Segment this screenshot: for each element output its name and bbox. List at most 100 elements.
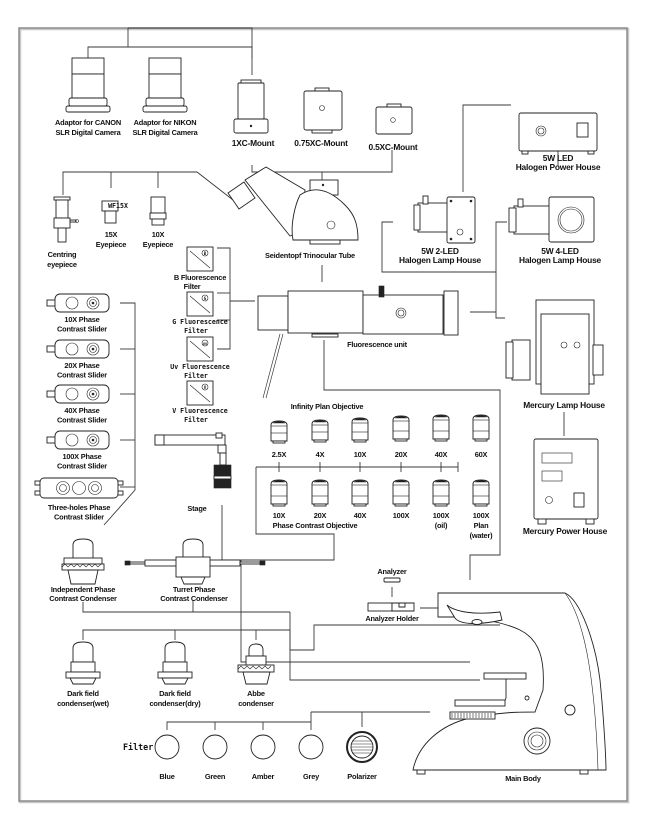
phase-slider-label-line-1: 20X Phase (64, 361, 99, 370)
darkfield-wet-label-2: condenser(wet) (57, 699, 110, 708)
phase-objective-label-line: (oil) (435, 521, 448, 530)
phase-objective-label: 100X(oil) (433, 511, 450, 530)
filter-uv-label-1: Uv Fluorescence (170, 363, 230, 371)
mercury-power-house: Mercury Power House (523, 438, 608, 536)
color-filter-label: Grey (303, 772, 320, 781)
plan-objective: 40X (432, 414, 450, 459)
phase-objectives-title: Phase Contrast Objective (273, 521, 358, 530)
phase-objective: 100X(oil) (432, 479, 450, 530)
color-filter: Amber (250, 734, 276, 781)
connector-lines (62, 27, 565, 730)
filter-g-mark: G (204, 296, 207, 301)
c-mount-075x: 0.75XC-Mount (294, 87, 348, 148)
eyepiece-15x-label-1: 15X (105, 230, 118, 239)
filter-uv-mark: UV (203, 342, 208, 346)
plan-objective: 60X (472, 414, 490, 459)
plan-objective: 10X (351, 417, 369, 459)
phase-objective: 20X (311, 479, 329, 520)
eyepiece-10x-label-1: 10X (152, 230, 165, 239)
abbe-label-2: condenser (238, 699, 274, 708)
plan-objective-label: 4X (316, 450, 325, 459)
darkfield-dry-label-1: Dark field (159, 689, 191, 698)
plan-objective-label: 10X (354, 450, 367, 459)
phase-slider-label-line-2: Contrast Slider (57, 325, 107, 334)
mercury-power-house-label: Mercury Power House (523, 526, 608, 536)
independent-condenser-label-1: Independent Phase (51, 585, 115, 594)
fluorescence-unit: Fluorescence unit (257, 285, 459, 399)
trinocular-tube: Seidentopf Trinocular Tube (227, 166, 359, 260)
filter-title: Filter (123, 742, 153, 752)
filter-b-label-1: B Fluorescence (174, 273, 226, 282)
filter-g-label-2: Filter (184, 327, 208, 335)
phase-objective-label-line: 40X (354, 511, 367, 520)
phase-slider-label-line-2: Contrast Slider (57, 416, 107, 425)
mercury-lamp-house: Mercury Lamp House (505, 299, 606, 410)
led2-lamp-house-label-1: 5W 2-LED (421, 246, 459, 256)
phase-slider-label-line-1: 100X Phase (62, 452, 101, 461)
analyzer-holder: Analyzer Holder (365, 602, 419, 623)
c-mount-05x: 0.5XC-Mount (369, 103, 418, 152)
frame (18, 27, 628, 802)
color-filter-label: Amber (252, 772, 275, 781)
phase-objective-label-line: Plan (474, 521, 489, 530)
main-body-label: Main Body (505, 774, 542, 783)
canon-adaptor-label-2: SLR Digital Camera (56, 128, 122, 137)
color-filter-label: Blue (159, 772, 174, 781)
phase-slider-label-line-2: Contrast Slider (54, 513, 104, 522)
c-mount-1x: 1XC-Mount (232, 79, 275, 148)
canon-adaptor-label-1: Adaptor for CANON (55, 118, 121, 127)
led-power-house-label-1: 5W LED (543, 153, 574, 163)
frame-shadow (18, 27, 630, 804)
stage-label: Stage (187, 504, 206, 513)
phase-objective-label-line: 100X (393, 511, 410, 520)
phase-objective: 40X (351, 479, 369, 520)
centring-eyepiece-label-1: Centring (48, 250, 77, 259)
polarizer: Polarizer (346, 731, 378, 781)
filter-v-label-1: V Fluorescence (172, 407, 228, 415)
main-body: Main Body (412, 592, 607, 783)
fluorescence-unit-label: Fluorescence unit (347, 340, 408, 349)
color-filter: Green (202, 734, 228, 781)
plan-objective-label: 60X (475, 450, 488, 459)
plan-objective-label: 20X (395, 450, 408, 459)
phase-objective-label-line: 10X (273, 511, 286, 520)
phase-slider-label-line-2: Contrast Slider (57, 371, 107, 380)
led-power-house-label-2: Halogen Power House (516, 162, 601, 172)
phase-objective: 10X (270, 479, 288, 520)
led4-lamp-house-label-1: 5W 4-LED (541, 246, 579, 256)
